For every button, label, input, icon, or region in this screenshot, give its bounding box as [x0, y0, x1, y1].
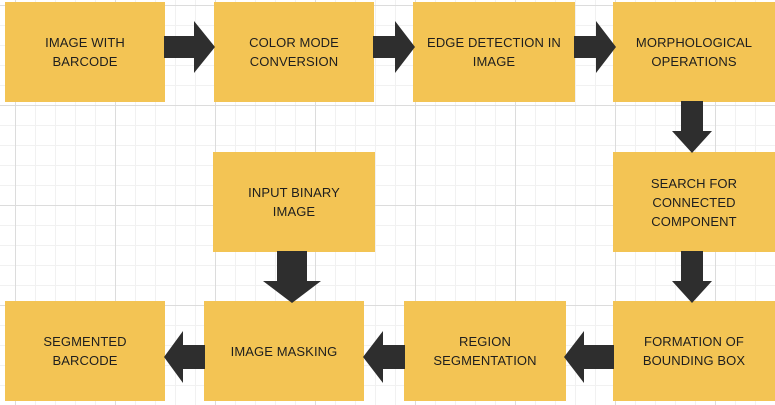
node-label: FORMATION OF BOUNDING BOX — [642, 334, 746, 368]
node-input-binary-image[interactable]: INPUT BINARY IMAGE — [213, 152, 375, 252]
arrow-right-icon — [164, 21, 215, 73]
arrow-left-icon — [564, 331, 614, 383]
node-morphological-operations[interactable]: MORPHOLOGICAL OPERATIONS — [613, 2, 775, 102]
node-color-mode-conversion[interactable]: COLOR MODE CONVERSION — [214, 2, 374, 102]
node-edge-detection[interactable]: EDGE DETECTION IN IMAGE — [413, 2, 575, 102]
arrow-left-icon — [164, 331, 205, 383]
node-image-with-barcode[interactable]: IMAGE WITH BARCODE — [5, 2, 165, 102]
node-label: EDGE DETECTION IN IMAGE — [427, 35, 561, 69]
node-label: IMAGE MASKING — [230, 343, 338, 359]
arrow-down-icon — [672, 251, 712, 303]
arrow-down-icon — [263, 251, 321, 303]
node-region-segmentation[interactable]: REGION SEGMENTATION — [404, 301, 566, 401]
node-label: MORPHOLOGICAL OPERATIONS — [635, 35, 753, 69]
node-label: REGION SEGMENTATION — [433, 334, 537, 368]
node-label: INPUT BINARY IMAGE — [248, 185, 340, 219]
node-label: SEARCH FOR CONNECTED COMPONENT — [650, 175, 738, 229]
node-label: COLOR MODE CONVERSION — [249, 35, 339, 69]
node-image-masking[interactable]: IMAGE MASKING — [204, 301, 364, 401]
node-formation-bounding-box[interactable]: FORMATION OF BOUNDING BOX — [613, 301, 775, 401]
node-segmented-barcode[interactable]: SEGMENTED BARCODE — [5, 301, 165, 401]
arrow-right-icon — [574, 21, 616, 73]
arrow-right-icon — [373, 21, 415, 73]
arrow-left-icon — [363, 331, 405, 383]
node-search-connected-component[interactable]: SEARCH FOR CONNECTED COMPONENT — [613, 152, 775, 252]
arrow-down-icon — [672, 101, 712, 153]
node-label: IMAGE WITH BARCODE — [45, 35, 125, 69]
node-label: SEGMENTED BARCODE — [43, 334, 127, 368]
